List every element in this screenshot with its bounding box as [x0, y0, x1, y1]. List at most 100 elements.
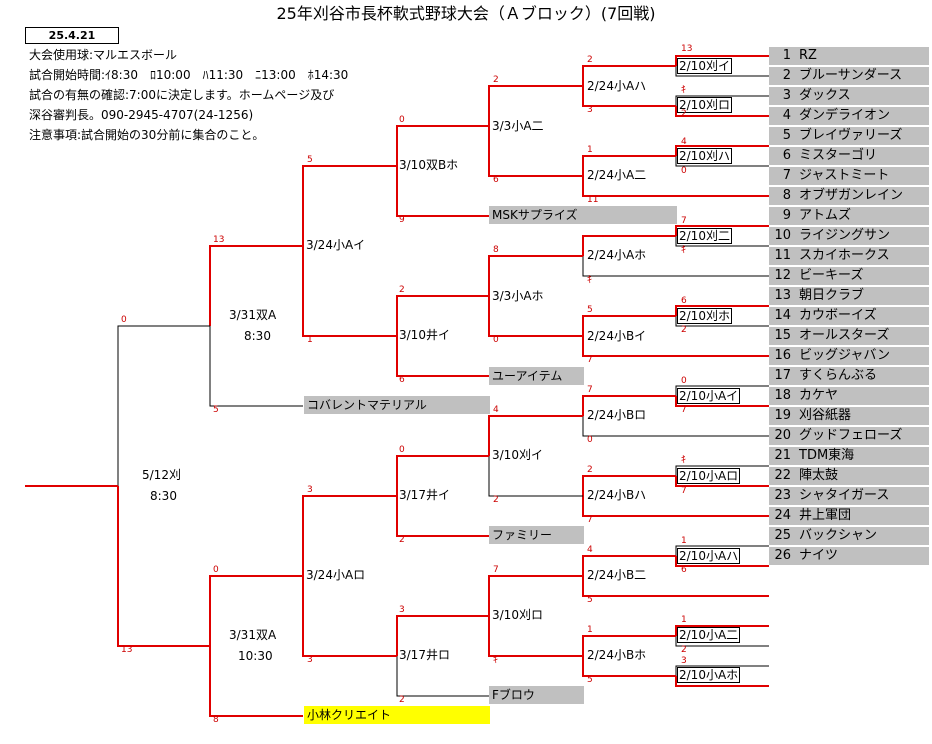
- team-cell: 4 ダンデライオン: [769, 107, 929, 125]
- info-line-notes: 注意事項:試合開始の30分前に集合のこと。: [29, 128, 265, 142]
- team-number: 7: [782, 168, 791, 183]
- score: 0: [399, 115, 405, 125]
- bracket-line: [582, 155, 676, 176]
- score: 2: [399, 285, 405, 295]
- bracket-line: [302, 576, 397, 657]
- bracket-line: [582, 176, 769, 197]
- team-name: 刈谷紙器: [799, 408, 852, 423]
- bracket-line: [209, 245, 303, 326]
- game-label: 2/10刈ロ: [677, 97, 732, 113]
- bracket-line: [396, 615, 489, 656]
- team-number: 11: [774, 248, 791, 263]
- game-label: 3/10双Bホ: [399, 158, 459, 172]
- bracket-line: [675, 625, 769, 636]
- bracket-line: [675, 465, 769, 476]
- team-name: ライジングサン: [799, 228, 891, 243]
- game-label: 2/10小Aハ: [677, 548, 741, 564]
- team-name: ダックス: [799, 88, 851, 103]
- team-cell: 5 ブレイヴァリーズ: [769, 127, 929, 145]
- score: 13: [121, 645, 133, 655]
- score: 6: [493, 175, 499, 185]
- bracket-line: [209, 575, 303, 646]
- bracket-line: [582, 336, 769, 357]
- bracket-line: [582, 635, 676, 656]
- score: 6: [399, 375, 405, 385]
- bracket-line: [488, 456, 583, 497]
- game-label: 2/10小A二: [677, 627, 741, 643]
- bracket-line: [675, 156, 769, 167]
- team-name: ダンデライオン: [799, 108, 891, 123]
- bracket-line: [488, 296, 583, 337]
- bracket-line: [675, 95, 769, 106]
- score: 13: [681, 44, 693, 54]
- score: 6: [681, 565, 687, 575]
- team-name: ナイツ: [799, 548, 839, 563]
- score: 2: [399, 695, 405, 705]
- score: 3: [681, 656, 687, 666]
- bye-team-msk: MSKサプライズ: [489, 206, 677, 224]
- team-number: 22: [774, 468, 791, 483]
- team-number: 15: [774, 328, 791, 343]
- team-number: 12: [774, 268, 791, 283]
- score: 11: [587, 195, 599, 205]
- bracket-line: [488, 126, 583, 177]
- team-number: 4: [782, 108, 791, 123]
- score: 13: [213, 235, 225, 245]
- team-number: 23: [774, 488, 791, 503]
- team-name: スカイホークス: [799, 248, 890, 263]
- score: 2: [681, 325, 687, 335]
- info-line-umpire: 深谷審判長。090-2945-4707(24-1256): [29, 108, 254, 122]
- game-label: 2/10小Aロ: [677, 468, 741, 484]
- game-label: 2/10小Aホ: [677, 667, 741, 683]
- bracket-line: [675, 636, 769, 647]
- bracket-line: [582, 416, 769, 437]
- team-number: 5: [782, 128, 791, 143]
- team-number: 24: [774, 508, 791, 523]
- bracket-line: [396, 496, 489, 537]
- score: 8: [493, 245, 499, 255]
- bracket-line: [675, 236, 769, 247]
- score: 7: [681, 486, 687, 496]
- team-name: ブレイヴァリーズ: [799, 128, 903, 143]
- game-label: 3/24小Aイ: [306, 238, 366, 252]
- team-number: 13: [774, 288, 791, 303]
- team-name: ミスターゴリ: [799, 148, 878, 163]
- score: 1: [307, 335, 313, 345]
- score: 5: [307, 155, 313, 165]
- bracket-line: [302, 165, 397, 246]
- team-number: 10: [774, 228, 791, 243]
- bracket-line: [117, 486, 210, 647]
- bracket-line: [675, 545, 769, 556]
- game-date: 3/31双A: [229, 308, 277, 322]
- bracket-line: [582, 315, 676, 336]
- score: 0: [681, 376, 687, 386]
- game-label: 2/10刈ハ: [677, 148, 732, 164]
- team-name: グッドフェローズ: [799, 428, 903, 443]
- bracket-line: [675, 316, 769, 327]
- bracket-line: [488, 616, 583, 657]
- team-name: すくらんぶる: [799, 368, 878, 383]
- final-time: 8:30: [150, 489, 177, 503]
- game-label: 3/3小Aホ: [492, 289, 544, 303]
- team-name: オールスターズ: [799, 328, 890, 343]
- score: 3: [587, 105, 593, 115]
- game-label: 3/17井イ: [399, 488, 450, 502]
- bracket-line: [488, 85, 583, 126]
- team-cell: 11 スカイホークス: [769, 247, 929, 265]
- info-line-start-times: 試合開始時間:ｲ8:30 ﾛ10:00 ﾊ11:30 ﾆ13:00 ﾎ14:30: [29, 68, 349, 82]
- game-label: 2/24小Aホ: [587, 248, 647, 262]
- bracket-line: [396, 295, 489, 336]
- game-label: 3/24小Aロ: [306, 568, 366, 582]
- team-number: 8: [782, 188, 791, 203]
- team-name: 陣太鼓: [799, 468, 839, 483]
- score: 1: [681, 536, 687, 546]
